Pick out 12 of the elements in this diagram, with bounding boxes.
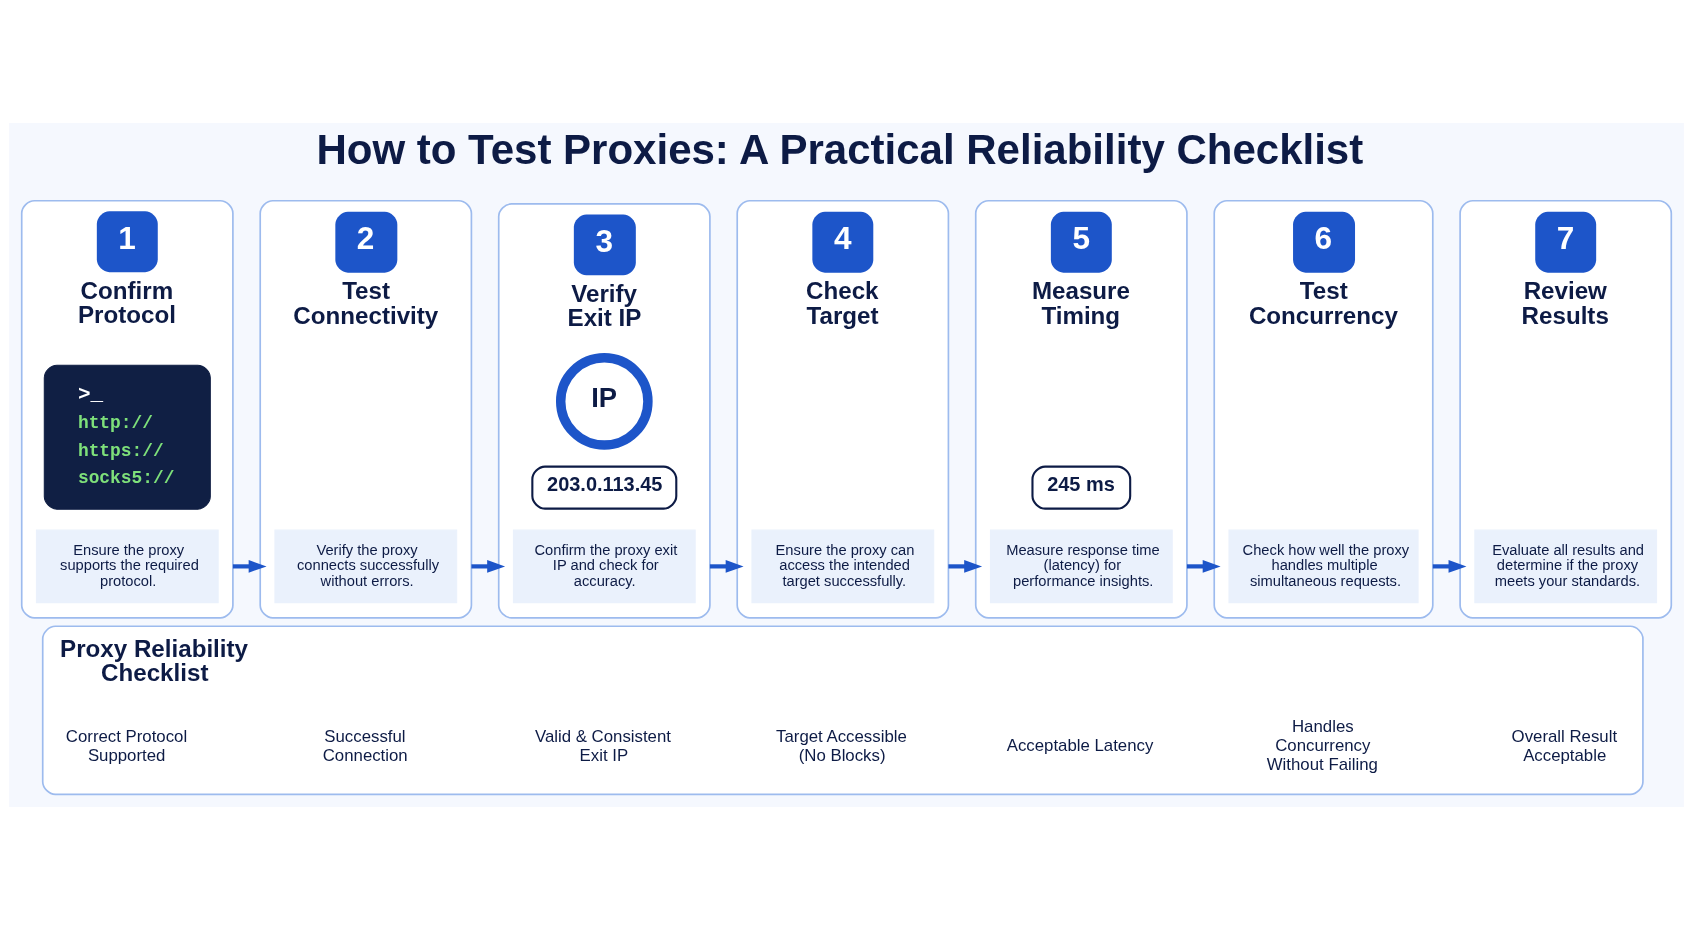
diagram-title: How to Test Proxies: A Practical Reliability Checklist — [316, 125, 1364, 173]
node-text: Acceptable Latency — [1006, 735, 1154, 755]
node-circle: IP — [556, 352, 653, 450]
node-text: Correct Protocol Supported — [65, 726, 188, 765]
node-box: 245 ms — [1031, 465, 1132, 510]
node-text: Valid & Consistent Exit IP — [534, 726, 671, 765]
node-text: Handles Concurrency Without Failing — [1266, 716, 1378, 774]
node-text: Overall Result Acceptable — [1511, 726, 1618, 765]
node-box: 203.0.113.45 — [531, 465, 678, 510]
node-box: >_ http:// https:// socks5:// — [43, 364, 211, 510]
node-text: Target Accessible (No Blocks) — [776, 726, 907, 765]
node-text: Successful Connection — [322, 726, 408, 765]
